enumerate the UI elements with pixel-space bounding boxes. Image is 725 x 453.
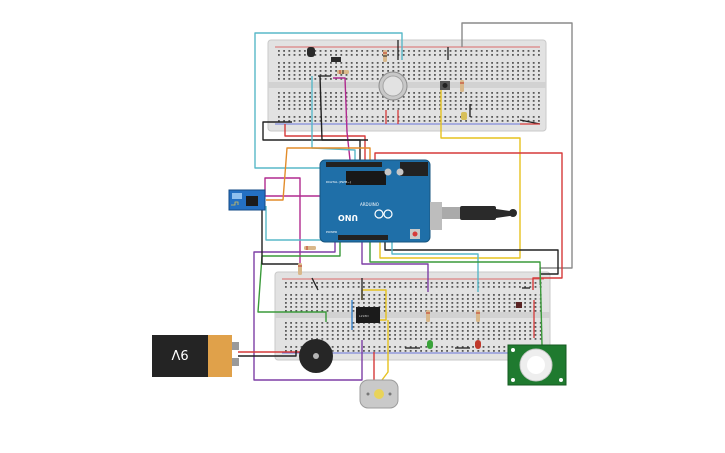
wire-black-top — [262, 121, 361, 160]
arduino-brand: UNO — [338, 213, 358, 222]
top-jumpers — [318, 40, 541, 125]
photoresistor[interactable] — [461, 112, 467, 120]
wifi-module[interactable] — [228, 189, 266, 211]
pir-sensor[interactable] — [507, 344, 567, 386]
resistor-top-1 — [337, 70, 349, 74]
digital-header — [326, 162, 382, 167]
wire-purple-2 — [253, 240, 363, 381]
wire-black-inner — [319, 75, 368, 141]
led-green[interactable] — [427, 340, 433, 349]
arduino-uno[interactable]: UNO ARDUINO DIGITAL (PWM~) POWER — [319, 159, 442, 243]
wire-cyan-inner — [311, 76, 356, 162]
arduino-model: ARDUINO — [360, 202, 379, 207]
power-label: POWER — [326, 230, 337, 234]
bottom-jumpers — [311, 277, 535, 349]
gas-sensor[interactable] — [378, 71, 408, 101]
motor-driver-ic[interactable]: L293D — [356, 307, 380, 323]
dc-motor[interactable] — [359, 379, 399, 409]
battery-9v[interactable]: 9V — [152, 335, 239, 377]
atmega-chip — [346, 171, 386, 185]
wire-red-right — [374, 152, 563, 290]
resistor-bottom-2 — [476, 310, 480, 322]
battery-label: 9V — [171, 346, 188, 361]
usb-cable — [442, 206, 517, 220]
wire-purple-1 — [361, 240, 429, 292]
temperature-sensor[interactable] — [307, 47, 315, 57]
wire-black-module — [261, 208, 301, 268]
wire-green-1 — [369, 240, 543, 346]
resistor-top-2 — [383, 50, 387, 62]
resistor-bottom-4 — [304, 246, 316, 250]
analog-header — [338, 235, 388, 240]
piezo-buzzer[interactable] — [299, 339, 333, 373]
resistor-bottom-3 — [298, 263, 302, 275]
wire-cyan-loop — [254, 32, 403, 169]
pushbutton[interactable] — [440, 81, 450, 90]
wire-cyan-right — [391, 240, 479, 292]
svg-text:L293D: L293D — [359, 314, 369, 318]
wire-magenta-1 — [333, 77, 351, 161]
wire-black-right — [384, 240, 559, 275]
wires — [238, 22, 573, 381]
diode — [516, 302, 522, 308]
wire-orange — [266, 147, 371, 201]
led-red[interactable] — [475, 340, 481, 349]
wire-black-battery — [238, 350, 297, 357]
wire-yellow-long — [379, 90, 521, 259]
breadboard-bottom-holes — [285, 282, 542, 352]
wire-green-2 — [257, 240, 341, 322]
resistor-bottom-1 — [426, 310, 430, 322]
resistor-top-3 — [460, 80, 464, 92]
digital-label: DIGITAL (PWM~) — [326, 180, 351, 184]
wire-cyan-module — [265, 206, 322, 241]
arduino-logo — [374, 209, 384, 219]
wire-yellow-motor2 — [381, 320, 389, 381]
small-ic[interactable] — [331, 57, 341, 62]
